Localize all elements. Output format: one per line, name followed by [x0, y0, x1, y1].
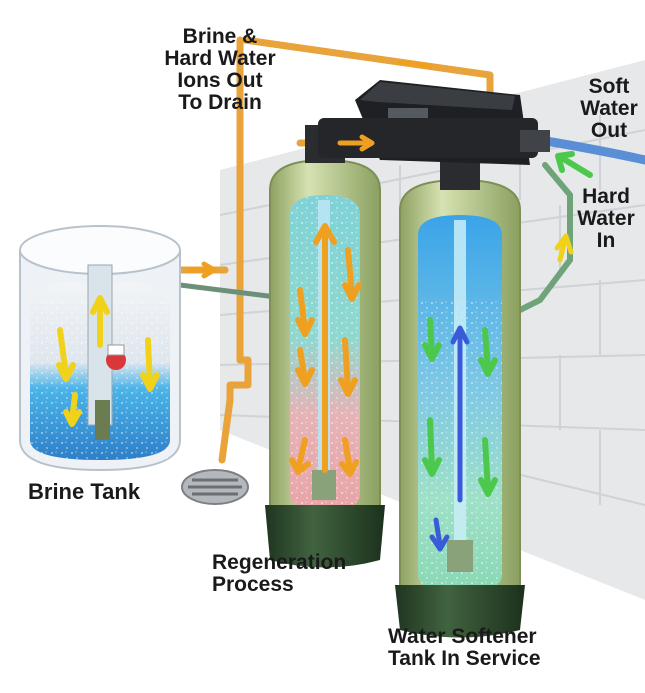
label-soft-water-out: Soft Water Out [580, 75, 638, 143]
label-brine-tank: Brine Tank [28, 479, 141, 504]
label-hard-water-in: Hard Water In [577, 185, 635, 253]
floor-drain [181, 469, 249, 505]
label-regeneration-process: Regeneration Process [212, 551, 347, 597]
label-service-tank: Water Softener Tank In Service [388, 625, 541, 671]
control-valve [318, 80, 550, 165]
label-brine-drain: Brine & Hard Water Ions Out To Drain [164, 25, 276, 115]
flow-arrows [56, 59, 593, 552]
